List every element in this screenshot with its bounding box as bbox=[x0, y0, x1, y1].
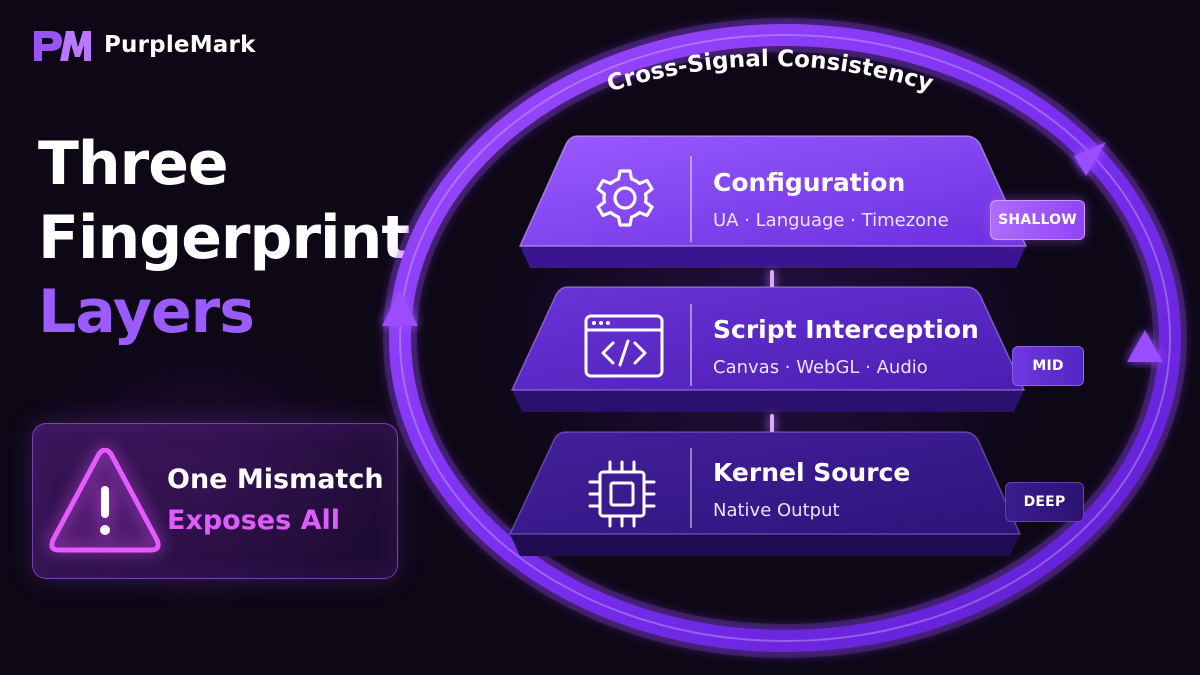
warning-triangle-icon bbox=[49, 448, 161, 553]
cycle-arrow-left bbox=[382, 290, 418, 326]
layer-subtitle: Canvas · WebGL · Audio bbox=[713, 357, 928, 378]
layer-connector bbox=[770, 270, 774, 290]
layer-connector bbox=[770, 414, 774, 434]
cpu-chip-icon bbox=[588, 460, 656, 528]
gear-icon bbox=[596, 169, 654, 227]
depth-badge-shallow: SHALLOW bbox=[990, 200, 1085, 240]
layer-title: Kernel Source bbox=[713, 458, 911, 487]
cycle-arrow-right bbox=[1127, 330, 1163, 362]
pm-monogram-logo bbox=[34, 31, 91, 61]
layer-title: Script Interception bbox=[713, 315, 979, 344]
headline: Three Fingerprint Layers bbox=[38, 128, 410, 349]
warning-line-2: Exposes All bbox=[167, 504, 340, 536]
brand-name: PurpleMark bbox=[104, 32, 256, 58]
warning-card: One Mismatch Exposes All bbox=[32, 423, 398, 579]
brand: PurpleMark bbox=[32, 27, 256, 63]
depth-badge-mid: MID bbox=[1012, 346, 1084, 386]
layer-divider bbox=[690, 156, 692, 242]
layer-divider bbox=[690, 304, 692, 386]
headline-line-3: Layers bbox=[38, 276, 255, 347]
code-window-icon bbox=[584, 314, 664, 378]
layer-divider bbox=[690, 448, 692, 528]
layer-subtitle: UA · Language · Timezone bbox=[713, 210, 949, 231]
headline-line-2: Fingerprint bbox=[38, 202, 410, 273]
cycle-arrow-top-right bbox=[1074, 142, 1106, 176]
warning-line-1: One Mismatch bbox=[167, 464, 384, 495]
depth-badge-deep: DEEP bbox=[1005, 482, 1084, 522]
layer-title: Configuration bbox=[713, 168, 906, 197]
headline-line-1: Three bbox=[38, 129, 229, 199]
warning-text: One Mismatch Exposes All bbox=[167, 460, 384, 541]
layer-subtitle: Native Output bbox=[713, 500, 840, 521]
